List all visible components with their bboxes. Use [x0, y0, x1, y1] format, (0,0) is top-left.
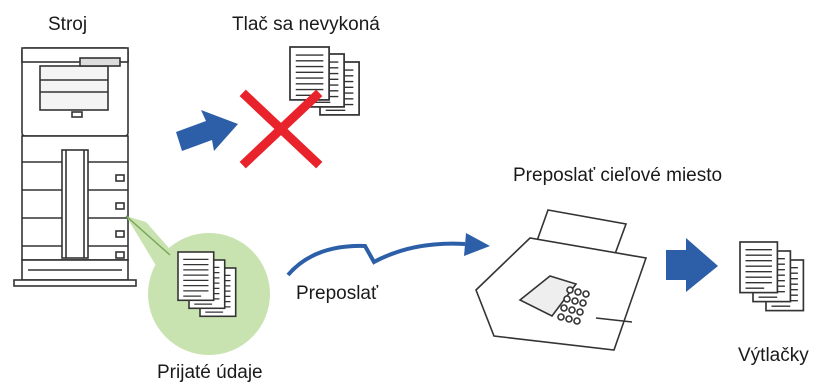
no-print-label: Tlač sa nevykoná: [232, 14, 380, 35]
forward-destination-label: Preposlať cieľové miesto: [513, 165, 723, 186]
zigzag-line-icon: [286, 233, 490, 277]
machine-label: Stroj: [48, 14, 88, 35]
document-stack-icon: [739, 241, 805, 312]
received-data-label: Prijaté údaje: [157, 362, 263, 383]
printouts-label: Výtlačky: [738, 345, 809, 366]
fax-machine-icon: [475, 209, 648, 351]
arrow-right-icon: [666, 238, 718, 292]
printer-icon: [13, 47, 137, 287]
arrow-right-icon: [176, 110, 238, 151]
cross-icon: [239, 89, 323, 169]
forward-label: Preposlať: [296, 283, 379, 304]
